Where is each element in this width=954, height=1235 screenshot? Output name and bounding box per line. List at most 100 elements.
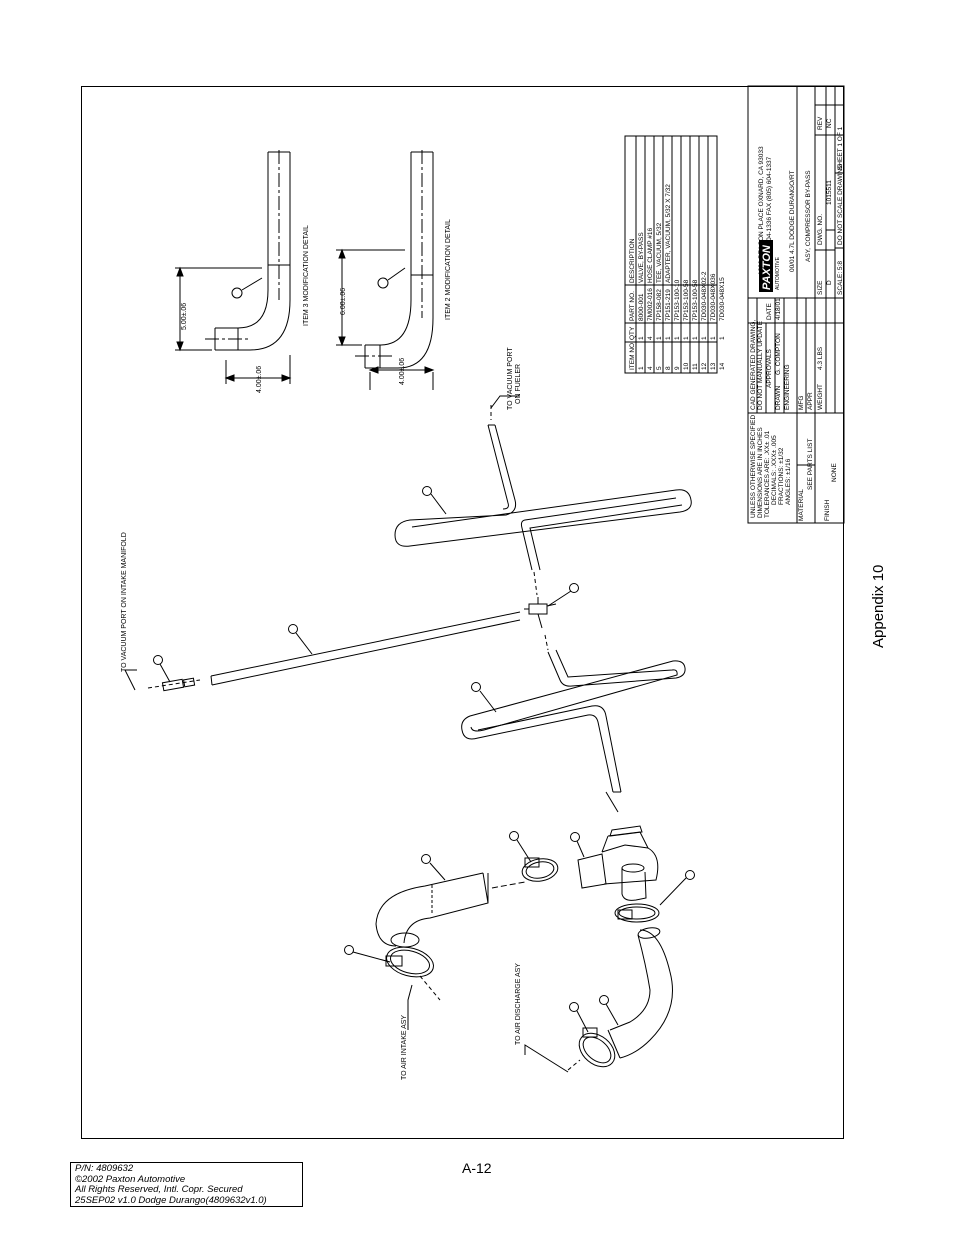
callout-air-discharge: TO AIR DISCHARGE ASY — [515, 963, 522, 1045]
appendix-label: Appendix 10 — [870, 564, 887, 648]
parts-cell: 7D030-048X02-2 — [701, 271, 708, 321]
drawing-title-2: ASY, COMPRESSOR BY-PASS — [805, 170, 812, 262]
tol-line-2: DIMENSIONS ARE IN INCHES — [757, 427, 764, 518]
tol-line-1: UNLESS OTHERWISE SPECIFIED — [750, 415, 757, 518]
title-block-grid — [747, 85, 845, 524]
footer-line-3: All Rights Reserved, Intl. Copr. Secured — [75, 1184, 243, 1195]
finish-value: NONE — [831, 463, 838, 482]
footer-line-4: 25SEP02 v1.0 Dodge Durango(4809632v1.0) — [75, 1194, 267, 1206]
parts-cell: 1 — [701, 336, 708, 340]
callout-air-intake: TO AIR INTAKE ASY — [401, 1015, 408, 1080]
page-number: A-12 — [462, 1160, 492, 1176]
parts-cell: 7P153-100-58 — [683, 279, 690, 321]
item2-detail — [336, 150, 435, 390]
upper-vacuum-line — [394, 405, 692, 596]
size-label: SIZE — [817, 280, 824, 295]
parts-cell: 7M002-016 — [647, 288, 654, 321]
phone: TEL (805) 604-1336 FAX (805) 604-1337 — [766, 156, 773, 275]
weight-label: WEIGHT — [817, 384, 824, 410]
callout-vacuum-manifold: TO VACUUM PORT ON INTAKE MANIFOLD — [121, 532, 128, 672]
paxton-logo: PAXTON AUTOMOTIVE — [759, 240, 781, 292]
parts-cell: 7P158-082 — [656, 289, 663, 321]
col-item-no: ITEM NO. — [629, 341, 636, 370]
weight-value: 4.3 LBS — [817, 346, 824, 370]
parts-cell: 1 — [719, 336, 726, 340]
dim-5-00: 5.00±.06 — [181, 303, 188, 330]
parts-cell: 1 — [683, 336, 690, 340]
parts-cell: 7P153-100-10 — [674, 279, 681, 321]
parts-cell: 8 — [665, 366, 672, 370]
parts-cell: 1 — [710, 336, 717, 340]
item-balloons — [153, 486, 695, 1033]
dim-4-00-a: 4.00±.06 — [256, 366, 263, 393]
parts-cell: 1 — [692, 336, 699, 340]
mfg-label: MFG — [798, 396, 805, 410]
parts-cell: 4 — [647, 336, 654, 340]
tol-line-3: TOLERANCES ARE: .XX± .01 — [764, 430, 771, 518]
address: 1300 BEACON PLACE OXNARD, CA 93033 — [758, 146, 765, 275]
parts-cell: 7P151-219 — [665, 289, 672, 321]
date-label: DATE — [766, 302, 773, 320]
drawn-label: DRAWN — [775, 385, 782, 410]
footer-copyright-box: P/N: 4809632 ©2002 Paxton Automotive All… — [70, 1162, 303, 1207]
engineering-label: ENGINEERING — [784, 364, 791, 410]
parts-cell: 7P153-100-58 — [692, 279, 699, 321]
tol-line-5: FRACTIONS: ±1/32 — [778, 447, 785, 505]
parts-cell: 9 — [674, 366, 681, 370]
parts-cell: ADAPTER, VACUUM, 5/32 X 7/32 — [665, 184, 672, 283]
intake-hose — [375, 872, 526, 948]
logo-text: PAXTON — [761, 244, 773, 290]
rotated-labels: TO VACUUM PORT ON INTAKE MANIFOLD TO VAC… — [121, 219, 522, 1080]
footer-line-2: ©2002 Paxton Automotive — [75, 1173, 186, 1185]
rev-value: NC — [826, 118, 833, 128]
drawn-date: 4/18/01 — [775, 298, 782, 320]
material-value: SEE PARTS LIST — [807, 439, 814, 490]
callout-leaders — [124, 395, 569, 1073]
parts-cell: 1 — [674, 336, 681, 340]
dwg-number: 1015511 — [826, 180, 833, 205]
parts-cell: 5 — [656, 366, 663, 370]
parts-cell: 12 — [701, 362, 708, 370]
cad-line-2: DO NOT MANUALLY UPDATE — [757, 320, 764, 410]
callout-vacuum-fueler-1: TO VACUUM PORT — [507, 347, 514, 410]
title-block-text: UNLESS OTHERWISE SPECIFIED DIMENSIONS AR… — [750, 116, 844, 521]
parts-table-grid — [624, 135, 718, 374]
cad-line-1: CAD GENERATED DRAWING, — [750, 320, 757, 410]
do-not-scale: DO NOT SCALE DRAWING — [837, 164, 844, 245]
sheet: SHEET 1 OF 1 — [837, 126, 844, 170]
scale: SCALE: 5:8 — [837, 261, 844, 295]
hose-clamps — [385, 857, 660, 1068]
drawn-by: G. COMPTON — [775, 333, 782, 375]
approvals-label: APPROVALS — [766, 348, 773, 388]
parts-cell: TEE, VACUUM, 5/32 — [656, 222, 663, 283]
drawing-frame — [81, 86, 844, 1139]
dwg-label: DWG. NO. — [817, 214, 824, 245]
footer-line-1: P/N: 4809632 — [75, 1163, 134, 1174]
material-label: MATERIAL — [798, 489, 805, 521]
drawing-title-1: 00/01 4.7L DODGE DURANGO/RT — [789, 170, 796, 272]
col-qty: QTY — [629, 326, 636, 340]
tol-line-6: ANGLES: ±1/16 — [785, 458, 792, 505]
parts-cell: 8000-001 — [638, 293, 645, 321]
appr-label: APPR — [807, 392, 814, 410]
parts-cell: 1 — [665, 336, 672, 340]
parts-cell: 7D030-048X15 — [719, 277, 726, 321]
item3-detail-title: ITEM 3 MODIFICATION DETAIL — [303, 225, 310, 326]
rev-label: REV — [817, 116, 824, 130]
parts-cell: 4 — [647, 366, 654, 370]
parts-cell: 13 — [710, 362, 717, 370]
parts-cell: 11 — [692, 363, 699, 370]
bypass-valve — [577, 825, 659, 901]
parts-cell: 1 — [638, 366, 645, 370]
parts-cell: VALVE, BY-PASS — [638, 232, 645, 283]
parts-cell: 7D030-048X036 — [710, 273, 717, 321]
parts-cell: 14 — [719, 362, 726, 370]
finish-label: FINISH — [824, 499, 831, 521]
lower-vacuum-line — [461, 634, 686, 813]
tol-line-4: DECIMALS: .XXX± .005 — [771, 435, 778, 505]
dim-6-00: 6.00±.06 — [340, 288, 347, 315]
parts-cell: HOSE CLAMP #16 — [647, 227, 654, 283]
dim-4-00-b: 4.00±.06 — [399, 358, 406, 385]
